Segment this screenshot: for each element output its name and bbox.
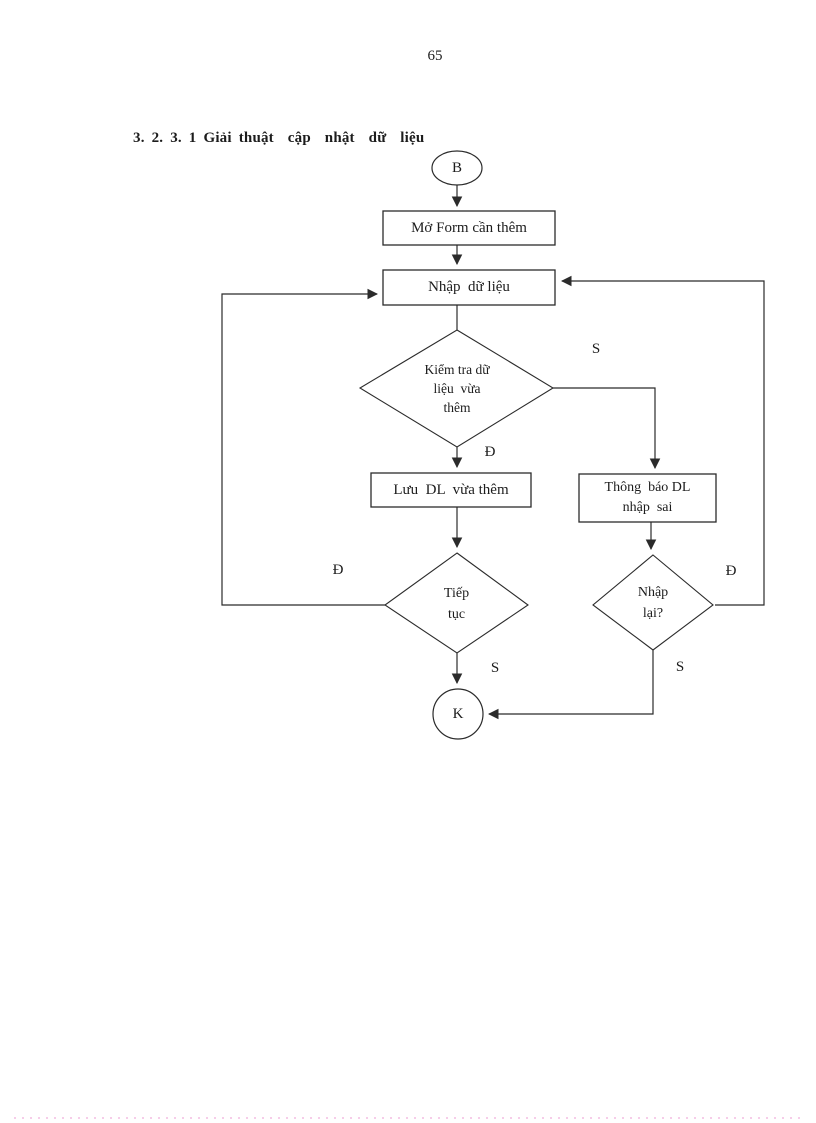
page-bottom-dotted-line: [14, 1117, 804, 1119]
connector-retry-to-end: [487, 650, 654, 720]
end-terminal-circle: [432, 688, 484, 740]
page-number: 65: [427, 48, 443, 64]
connector-retry-yes-loop: [560, 275, 765, 606]
section-heading: 3. 2. 3. 1 Giải thuật cập nhật dữ liệu: [133, 130, 425, 146]
process-save-data-box: [370, 472, 532, 508]
decision-continue-diamond: [384, 552, 529, 654]
start-terminal-ellipse: [431, 150, 483, 186]
branch-continue-false-label: S: [490, 660, 500, 676]
decision-retry-diamond: [592, 554, 714, 651]
process-input-data-box: [382, 269, 556, 306]
branch-continue-true-label: Đ: [332, 562, 344, 578]
branch-check-false-label: S: [591, 341, 601, 357]
branch-retry-false-label: S: [675, 659, 685, 675]
decision-check-data-diamond: [358, 329, 555, 448]
connector-check-to-notify: [553, 387, 661, 470]
connector-continue-yes-loop: [221, 288, 385, 606]
process-open-form-box: [382, 210, 556, 246]
branch-retry-true-label: Đ: [725, 563, 737, 579]
branch-check-true-label: Đ: [484, 444, 496, 460]
process-notify-error-box: [578, 473, 717, 523]
